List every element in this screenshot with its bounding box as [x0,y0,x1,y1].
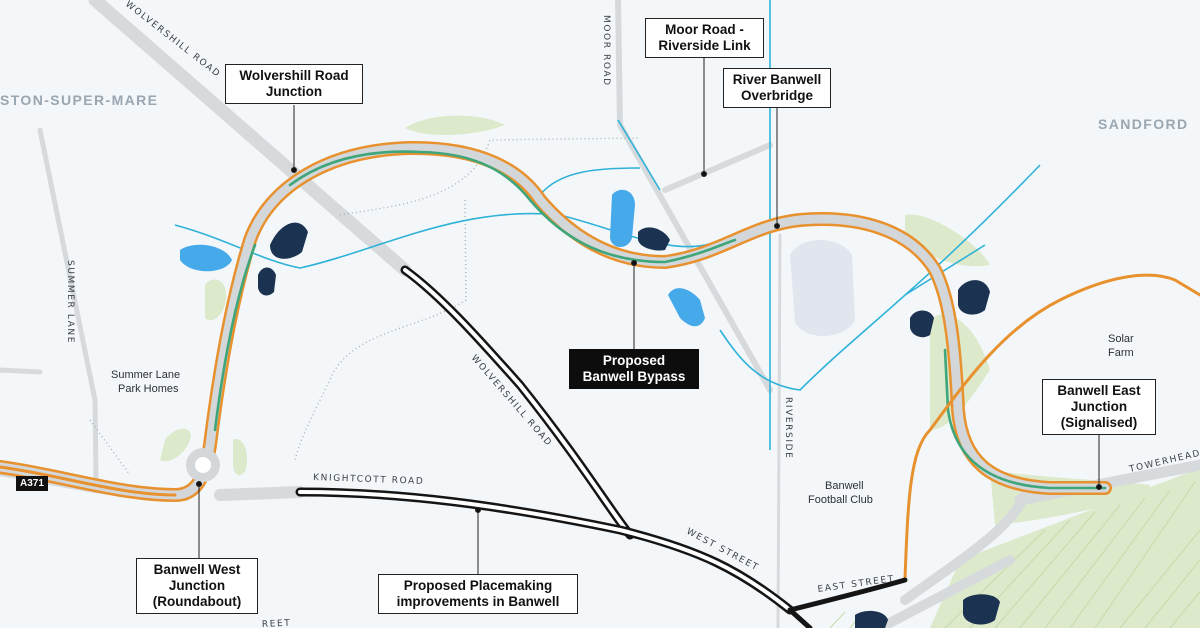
callout-moor-road-riverside-link: Moor Road - Riverside Link [645,18,764,58]
footpath-north [339,137,641,216]
pond-west [180,244,232,272]
green-area-roundabout-east [232,439,248,476]
lake-east [790,240,855,337]
green-area-roundabout-west [160,428,191,462]
rhyne-4 [719,164,1041,391]
footpaths [89,137,641,476]
rhyne-2 [539,167,641,196]
footpath-west [294,199,467,461]
place-summer-lane-park-homes-line2: Park Homes [118,383,179,395]
building-5 [910,310,934,338]
road-label-wolvershill-south: WOLVERSHILL ROAD [469,353,554,449]
south-link [875,555,1015,628]
placemaking-wolvershill-inner [403,268,632,537]
solar-farm-hatch [829,481,1200,628]
summer-lane-west [0,367,43,375]
place-summer-lane-park-homes-line1: Summer Lane [111,369,180,381]
callout-proposed-banwell-bypass: Proposed Banwell Bypass [569,349,699,389]
pond-centre-1 [610,189,635,247]
place-solar-farm-line2: Farm [1108,347,1134,359]
moor-road [615,0,773,393]
footpath-summer-lane [89,419,131,476]
buildings [258,222,1000,628]
placemaking-south [787,607,813,628]
place-weston: STON-SUPER-MARE [0,92,158,108]
building-6 [963,594,1000,625]
callout-leaders [196,55,1102,574]
solar-farm-area [930,468,1200,628]
road-label-bottom-edge: REET [262,618,292,628]
place-football-club-line2: Football Club [808,494,873,506]
green-area-west [205,279,227,321]
place-football-club-line1: Banwell [825,480,864,492]
callout-banwell-west-junction: Banwell West Junction (Roundabout) [136,558,258,614]
place-solar-farm-line1: Solar [1108,333,1134,345]
building-3 [638,227,670,251]
riverside-road [776,233,782,628]
building-1 [270,222,308,259]
solar-farm-boundary [903,273,1200,580]
green-area-north [405,115,505,136]
east-link [900,490,1030,605]
placemaking-roads [295,265,908,628]
building-7 [855,610,888,628]
pond-centre-2 [668,288,705,327]
bypass-green-cycleway-west [213,243,257,432]
building-2 [258,267,276,296]
callout-placemaking-improvements: Proposed Placemaking improvements in Ban… [378,574,578,614]
road-label-riverside: RIVERSIDE [783,397,793,459]
placemaking-knightcott-inner [298,490,792,612]
road-label-summer-lane: SUMMER LANE [65,260,75,344]
road-label-moor-road: MOOR ROAD [601,15,611,87]
bypass-green-cycleway-east [943,348,1107,490]
callout-banwell-east-junction: Banwell East Junction (Signalised) [1042,379,1156,435]
ponds [180,189,705,327]
summer-lane [37,127,99,483]
a371-orange [0,465,177,497]
placemaking-east-street [787,577,908,613]
roundabout-centre [195,457,211,473]
place-sandford: SANDFORD [1098,116,1189,132]
rhyne-3 [617,119,661,191]
rhyne-5 [904,244,986,296]
a371-road-shield: A371 [16,476,48,491]
road-label-knightcott: KNIGHTCOTT ROAD [313,473,425,487]
roundabout-spur [214,486,306,501]
moor-road-spur [662,142,773,193]
wolvershill-road-north [88,0,412,277]
callout-river-banwell-overbridge: River Banwell Overbridge [723,68,831,108]
building-4 [958,280,990,315]
callout-wolvershill-road-junction: Wolvershill Road Junction [225,64,363,104]
bypass-green-cycleway-north [288,150,737,264]
